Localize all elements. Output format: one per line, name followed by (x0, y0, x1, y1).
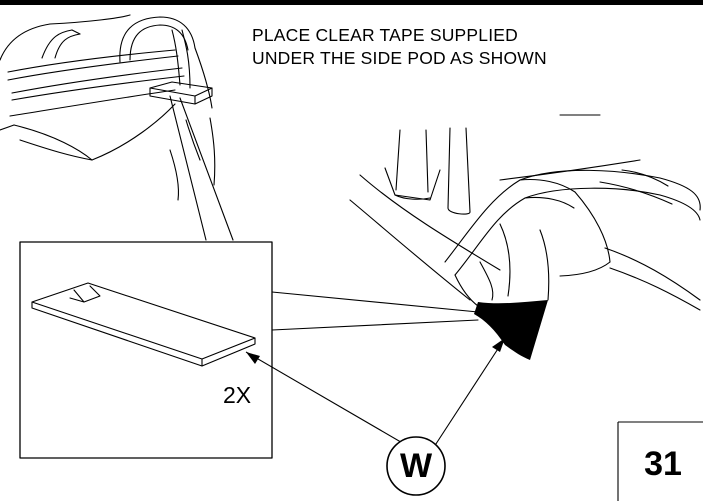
page-number: 31 (644, 445, 682, 483)
instruction-line-1: PLACE CLEAR TAPE SUPPLIED (252, 25, 518, 45)
inset-frame (19, 241, 273, 459)
arrowhead-pod (492, 338, 505, 352)
truck-bed-drawing (0, 14, 234, 241)
callout-letter: W (399, 447, 433, 485)
tape-inset (19, 241, 479, 459)
top-border (0, 0, 703, 5)
page-number-box (617, 421, 703, 501)
instruction-line-2: UNDER THE SIDE POD AS SHOWN (252, 48, 547, 68)
arrowhead-inset (246, 352, 260, 364)
callout-arrows (245, 337, 506, 453)
instruction-text: PLACE CLEAR TAPE SUPPLIED UNDER THE SIDE… (252, 24, 547, 70)
side-pod-drawing (349, 114, 701, 311)
applied-tape-shape (474, 300, 548, 360)
quantity-label: 2X (223, 382, 252, 408)
callout-circle (386, 436, 446, 496)
